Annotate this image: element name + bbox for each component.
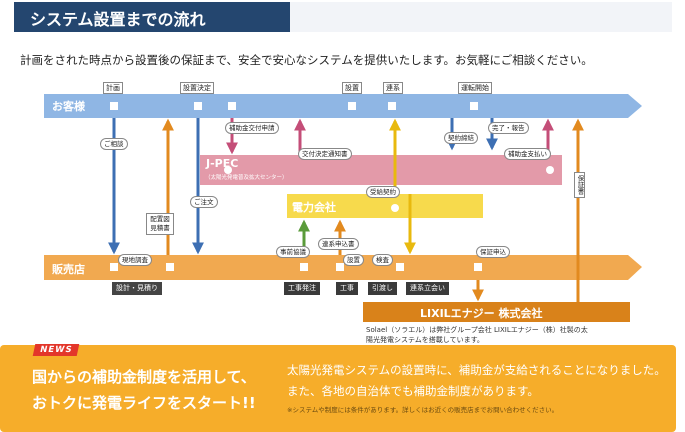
- step-decide: 設置決定: [180, 82, 214, 94]
- node-dealer-1: [110, 263, 118, 271]
- news-headline-line1: 国からの補助金制度を活用して、: [32, 368, 256, 386]
- lixil-description-line1: Solael（ソラエル）は弊社グループ会社 LIXILエナジー（株）社製の太: [366, 326, 588, 334]
- box-drawing-estimate: 配置図見積書: [146, 213, 174, 235]
- dealer-witness: 連系立会い: [406, 282, 449, 295]
- node-dealer-2: [166, 263, 174, 271]
- news-body-line1: 太陽光発電システムの設置時に、補助金が支給されることになりました。: [287, 363, 666, 377]
- callout-order: ご注文: [190, 196, 218, 208]
- news-panel: [0, 345, 676, 432]
- customer-lane: [44, 94, 642, 118]
- lixil-description-line2: 陽光発電システムを搭載しています。: [366, 336, 484, 344]
- node-dealer-6: [474, 263, 482, 271]
- dealer-install: 設置: [343, 254, 364, 266]
- node-dealer-4: [336, 263, 344, 271]
- callout-pre-consult: 事前協議: [276, 246, 310, 258]
- jpec-lane-sublabel: （太陽光発電普及拡大センター）: [205, 175, 288, 181]
- step-plan: 計画: [103, 82, 123, 94]
- page-title: システム設置までの流れ: [30, 10, 206, 29]
- callout-report: 完了・報告: [488, 122, 529, 134]
- jpec-lane-label: J-PEC: [206, 157, 239, 170]
- news-headline-line2: おトクに発電ライフをスタート!!: [32, 394, 256, 412]
- lixil-lane-label: LIXILエナジー 株式会社: [420, 307, 543, 320]
- dealer-inspect: 検査: [372, 254, 393, 266]
- node-jpec: [224, 166, 232, 174]
- callout-subsidy-apply: 補助金交付申請: [225, 122, 279, 134]
- node-subsidy: [228, 102, 236, 110]
- node-install: [348, 102, 356, 110]
- intro-text: 計画をされた時点から設置後の保証まで、安全で安心なシステムを提供いたします。お気…: [20, 53, 593, 67]
- callout-contract: 契約締結: [444, 132, 478, 144]
- dealer-handover: 引渡し: [368, 282, 397, 295]
- dealer-design: 設計・見積り: [112, 282, 162, 295]
- callout-grant-notice: 交付決定通知書: [298, 148, 352, 160]
- callout-payment: 補助金支払い: [504, 148, 551, 160]
- box-warranty-doc: 保証書: [574, 172, 585, 198]
- callout-consult: ご相談: [100, 138, 128, 150]
- dealer-work: 工事: [336, 282, 358, 295]
- power-lane: [287, 194, 483, 218]
- node-start: [470, 102, 478, 110]
- power-lane-label: 電力会社: [292, 201, 336, 214]
- dealer-lane-label: 販売店: [52, 263, 85, 276]
- node-decide: [194, 102, 202, 110]
- header-title-bar: [14, 2, 290, 32]
- node-plan: [110, 102, 118, 110]
- dealer-survey: 現地調査: [118, 254, 152, 266]
- step-install: 設置: [342, 82, 362, 94]
- node-dealer-5: [396, 263, 404, 271]
- callout-connect-app: 連系申込書: [318, 238, 359, 250]
- callout-warranty-apply: 保証申込: [476, 246, 510, 258]
- node-jpec-pay: [546, 166, 554, 174]
- jpec-lane: [200, 155, 562, 185]
- node-dealer-3: [300, 263, 308, 271]
- node-connect: [388, 102, 396, 110]
- news-body-line2: また、各地の自治体でも補助金制度があります。: [287, 384, 539, 398]
- node-power: [391, 204, 399, 212]
- callout-accept: 受給契約: [366, 186, 400, 198]
- customer-lane-label: お客様: [52, 100, 85, 113]
- dealer-order-place: 工事発注: [284, 282, 320, 295]
- news-note: ※システムや制度には条件があります。詳しくはお近くの販売店までお問い合わせくださ…: [287, 406, 559, 414]
- step-start: 運転開始: [458, 82, 492, 94]
- news-badge: NEWS: [32, 344, 80, 356]
- step-connect: 連系: [383, 82, 403, 94]
- lixil-lane: [363, 302, 630, 322]
